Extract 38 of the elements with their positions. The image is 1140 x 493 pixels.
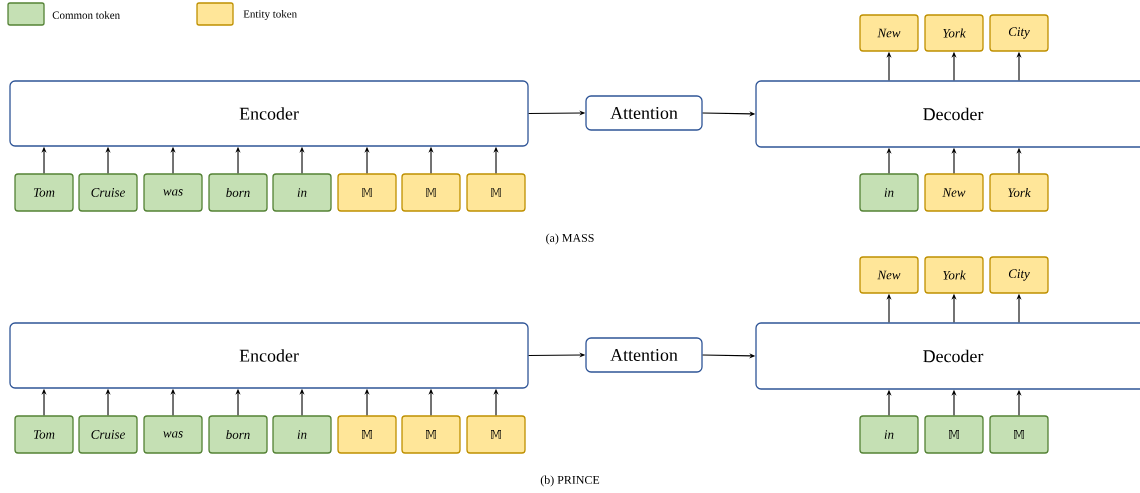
token-box: Tom <box>14 173 74 212</box>
token-box: Cruise <box>78 173 138 212</box>
subfigure-caption: (b) PRINCE <box>540 475 600 487</box>
legend-label: Common token <box>52 11 120 19</box>
subfigure-caption: (a) MASS <box>546 233 594 245</box>
token-box: Tom <box>14 415 74 454</box>
token-box: in <box>272 415 332 454</box>
token-box: 𝕄 <box>924 415 984 454</box>
token-box: New <box>859 14 919 52</box>
token-box: 𝕄 <box>337 415 397 454</box>
token-box: born <box>208 173 268 212</box>
encoder-box: Encoder <box>9 80 529 147</box>
token-box: City <box>989 14 1049 52</box>
token-box: New <box>924 173 984 212</box>
token-box: in <box>859 173 919 212</box>
token-box: 𝕄 <box>337 173 397 212</box>
token-box: 𝕄 <box>989 415 1049 454</box>
token-box: 𝕄 <box>466 415 526 454</box>
token-box: in <box>272 173 332 212</box>
token-box: 𝕄 <box>466 173 526 212</box>
token-box: in <box>859 415 919 454</box>
legend-label: Entity token <box>243 10 297 20</box>
token-box: York <box>924 14 984 52</box>
attention-box: Attention <box>585 95 703 131</box>
token-box: 𝕄 <box>401 415 461 454</box>
token-box: York <box>924 256 984 294</box>
decoder-box: Decoder <box>755 80 1140 148</box>
token-box: York <box>989 173 1049 212</box>
token-box: 𝕄 <box>401 173 461 212</box>
encoder-box: Encoder <box>9 322 529 389</box>
token-box: New <box>859 256 919 294</box>
token-box: was <box>143 415 203 454</box>
attention-box: Attention <box>585 337 703 373</box>
decoder-box: Decoder <box>755 322 1140 390</box>
token-box: was <box>143 173 203 212</box>
token-box: Cruise <box>78 415 138 454</box>
token-box: City <box>989 256 1049 294</box>
token-box: born <box>208 415 268 454</box>
